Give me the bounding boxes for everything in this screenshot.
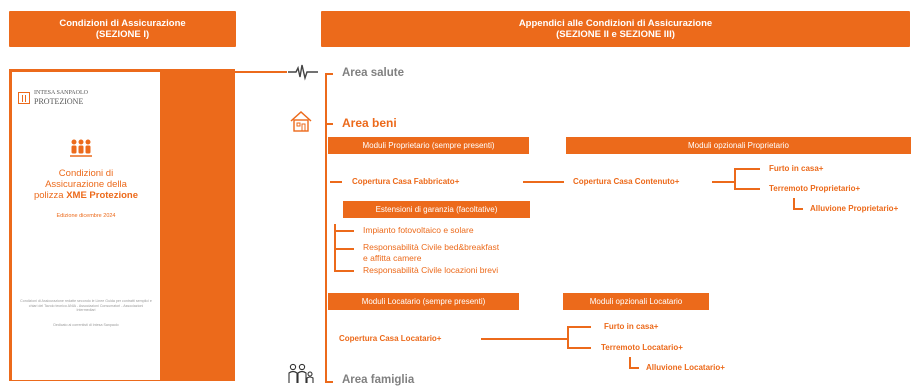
alluvione-proprietario: Alluvione Proprietario+ [810, 204, 899, 213]
connector-furto [734, 168, 760, 170]
cover-page: INTESA SANPAOLO PROTEZIONE Condizioni di… [12, 72, 160, 380]
locatario-optional-box: Moduli opzionali Locatario [563, 293, 709, 310]
connector-fabbricato [330, 181, 342, 183]
connector-estensione-3 [334, 270, 354, 272]
connector-contenuto [712, 181, 736, 183]
estensioni-box: Estensioni di garanzia (facoltative) [343, 201, 530, 218]
terremoto-locatario: Terremoto Locatario+ [601, 343, 683, 352]
connector-terremoto [734, 188, 760, 190]
banner-condizioni-line1: Condizioni di Assicurazione [59, 18, 186, 29]
furto-locatario: Furto in casa+ [604, 322, 659, 331]
connector-estensione-1 [334, 230, 354, 232]
document-cover: INTESA SANPAOLO PROTEZIONE Condizioni di… [9, 69, 235, 381]
banner-condizioni-line2: (SEZIONE I) [95, 29, 150, 40]
logo: INTESA SANPAOLO PROTEZIONE [18, 90, 138, 108]
banner-appendici: Appendici alle Condizioni di Assicurazio… [321, 11, 910, 47]
estensione-affitta-camere: e affitta camere [363, 253, 422, 263]
locatario-vertical-line [567, 326, 569, 349]
alluvione-locatario: Alluvione Locatario+ [646, 363, 725, 372]
cover-title-line1: Condizioni di [58, 168, 114, 179]
optional-vertical-line [734, 168, 736, 190]
estensione-fotovoltaico: Impianto fotovoltaico e solare [363, 225, 474, 235]
family-icon [288, 363, 314, 383]
copertura-locatario: Copertura Casa Locatario+ [339, 334, 442, 343]
locatario-modules-box: Moduli Locatario (sempre presenti) [328, 293, 519, 310]
logo-line2: PROTEZIONE [34, 97, 84, 106]
estensione-locazioni-brevi: Responsabilità Civile locazioni brevi [363, 265, 499, 275]
cover-title-line3: polizza XME Protezione [33, 190, 138, 201]
connector-fabbricato-contenuto [523, 181, 564, 183]
house-icon [290, 110, 312, 132]
heartbeat-icon [288, 64, 318, 81]
proprietario-optional-box: Moduli opzionali Proprietario [566, 137, 911, 154]
logo-mark-icon [18, 92, 30, 104]
copertura-contenuto: Copertura Casa Contenuto+ [573, 177, 680, 186]
connector-furto-locatario [567, 326, 591, 328]
copertura-fabbricato: Copertura Casa Fabbricato+ [352, 177, 460, 186]
terremoto-proprietario: Terremoto Proprietario+ [769, 184, 861, 193]
area-salute: Area salute [342, 67, 405, 79]
people-icon [70, 139, 92, 157]
alluvione-locatario-vertical-line [629, 357, 631, 369]
connector-cover [235, 71, 287, 73]
connector-alluvione [793, 208, 803, 210]
cover-footnote-2: Dedicato ai correntisti di Intesa Sanpao… [53, 323, 119, 327]
connector-beni [325, 123, 333, 125]
alluvione-vertical-line [793, 198, 795, 210]
connector-alluvione-locatario [629, 367, 639, 369]
banner-appendici-line1: Appendici alle Condizioni di Assicurazio… [518, 18, 713, 29]
cover-title-line2: Assicurazione della [45, 179, 127, 190]
connector-terremoto-locatario [567, 347, 591, 349]
logo-line1: INTESA SANPAOLO [34, 90, 88, 96]
connector-estensione-2 [334, 248, 354, 250]
cover-edition: Edizione dicembre 2024 [56, 213, 116, 219]
furto-proprietario: Furto in casa+ [769, 164, 824, 173]
banner-condizioni: Condizioni di Assicurazione (SEZIONE I) [9, 11, 236, 47]
cover-title: Condizioni di Assicurazione della polizz… [12, 168, 160, 201]
area-beni: Area beni [342, 116, 397, 130]
area-vertical-line [325, 73, 327, 383]
estensione-bed-breakfast: Responsabilità Civile bed&breakfast [363, 242, 500, 252]
proprietario-modules-box: Moduli Proprietario (sempre presenti) [328, 137, 529, 154]
cover-footnote: Condizioni di Assicurazione redatte seco… [20, 299, 152, 312]
connector-salute [325, 73, 333, 75]
connector-famiglia [325, 381, 333, 383]
area-famiglia: Area famiglia [342, 374, 415, 386]
banner-appendici-line2: (SEZIONE II e SEZIONE III) [556, 29, 675, 40]
connector-locatario [481, 338, 569, 340]
